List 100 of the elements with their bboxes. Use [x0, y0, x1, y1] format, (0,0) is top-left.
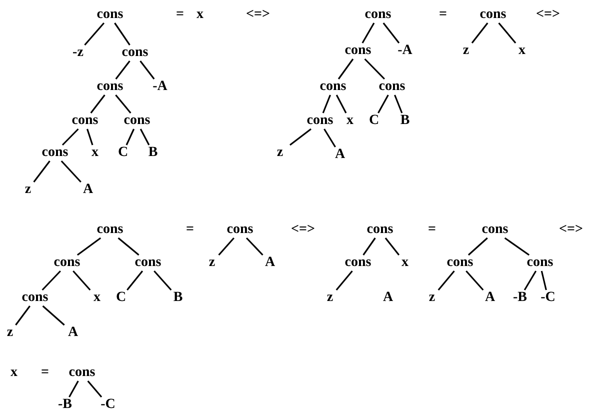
tree-branch-line [76, 237, 102, 256]
tree-branch-line [471, 22, 488, 44]
tree-node-label: x [402, 256, 408, 270]
tree-node-label: A [484, 291, 496, 305]
tree-node-label: -C [540, 291, 556, 305]
tree-node-label: x [94, 291, 100, 305]
tree-node-label: cons [226, 223, 254, 237]
tree-branch-line [438, 270, 455, 291]
tree-branch-line [15, 306, 30, 326]
equation-symbol: = [428, 223, 436, 237]
tree-branch-line [68, 380, 79, 398]
equation-symbol: <=> [559, 223, 583, 237]
tree-branch-line [140, 128, 150, 146]
tree-node-label: cons [96, 8, 124, 22]
equation-symbol: = [41, 366, 49, 380]
tree-branch-line [322, 94, 331, 114]
tree-node-label: cons [320, 80, 346, 94]
tree-node-label: cons [22, 291, 48, 305]
tree-node-label: A [382, 291, 394, 305]
equation-symbol: = [176, 8, 184, 22]
tree-node-label: cons [68, 366, 96, 380]
equation-symbol: <=> [246, 8, 270, 22]
tree-branch-line [114, 22, 130, 46]
tree-branch-line [126, 270, 144, 290]
tree-node-label: cons [480, 8, 506, 22]
tree-node-label: C [118, 146, 128, 160]
tree-node-label: cons [124, 114, 150, 128]
tree-node-label: -B [513, 291, 527, 305]
tree-branch-line [504, 237, 530, 256]
tree-branch-line [90, 94, 106, 114]
tree-node-label: cons [344, 44, 372, 58]
equation-symbol: = [439, 8, 447, 22]
equation-symbol: x [10, 366, 18, 380]
tree-node-label: z [276, 146, 284, 160]
tree-branch-line [115, 60, 130, 80]
tree-node-label: B [148, 146, 158, 160]
tree-node-label: cons [122, 46, 148, 60]
tree-node-label: x [92, 146, 98, 160]
tree-node-label: -B [58, 398, 72, 412]
tree-node-label: C [116, 291, 126, 305]
tree-branch-line [524, 270, 537, 290]
tree-node-label: A [334, 148, 346, 162]
tree-branch-line [378, 94, 389, 114]
tree-branch-line [33, 160, 50, 182]
tree-node-label: z [208, 256, 216, 270]
tree-branch-line [362, 238, 376, 256]
tree-node-label: z [6, 326, 14, 340]
tree-node-label: cons [446, 256, 474, 270]
tree-branch-line [382, 22, 400, 44]
tree-node-label: -A [152, 80, 168, 94]
tree-node-label: B [173, 291, 183, 305]
tree-branch-line [118, 237, 140, 256]
tree-node-label: cons [42, 146, 68, 160]
tree-node-label: cons [72, 114, 98, 128]
tree-branch-line [384, 238, 400, 256]
tree-branch-line [324, 128, 336, 148]
tree-branch-line [338, 58, 354, 80]
tree-branch-line [394, 94, 403, 114]
tree-branch-line [126, 128, 135, 146]
tree-node-label: cons [378, 80, 406, 94]
tree-node-label: x [346, 114, 354, 128]
tree-node-label: cons [482, 223, 508, 237]
tree-branch-line [72, 270, 91, 291]
tree-node-label: z [326, 291, 334, 305]
tree-node-label: cons [306, 114, 334, 128]
tree-branch-line [87, 380, 102, 398]
tree-node-label: cons [96, 80, 124, 94]
tree-branch-line [246, 237, 264, 256]
tree-branch-line [42, 305, 65, 326]
tree-branch-line [468, 237, 488, 256]
equation-symbol: x [196, 8, 204, 22]
tree-node-label: A [82, 183, 94, 197]
equation-symbol: = [186, 223, 194, 237]
tree-branch-line [62, 128, 79, 146]
tree-node-label: z [24, 183, 32, 197]
tree-branch-line [84, 22, 105, 46]
tree-node-label: z [462, 44, 470, 58]
tree-node-label: cons [526, 256, 554, 270]
tree-branch-line [290, 128, 312, 146]
equation-symbol: <=> [536, 8, 560, 22]
tree-node-label: cons [96, 223, 124, 237]
tree-branch-line [336, 94, 347, 114]
tree-branch-line [218, 237, 234, 256]
tree-branch-line [362, 22, 375, 44]
tree-node-label: -z [72, 46, 84, 60]
tree-branch-line [466, 270, 484, 291]
tree-node-label: cons [344, 256, 372, 270]
tree-node-label: cons [364, 8, 392, 22]
tree-node-label: A [68, 326, 78, 340]
tree-branch-line [336, 270, 353, 291]
tree-branch-line [498, 22, 516, 44]
tree-node-label: B [400, 114, 410, 128]
tree-branch-line [140, 60, 155, 80]
tree-branch-line [60, 160, 82, 183]
tree-node-label: -C [100, 398, 116, 412]
tree-node-label: -A [398, 44, 412, 58]
tree-branch-line [86, 128, 94, 146]
tree-node-label: cons [366, 223, 394, 237]
tree-node-label: z [428, 291, 436, 305]
equation-symbol: <=> [291, 223, 315, 237]
